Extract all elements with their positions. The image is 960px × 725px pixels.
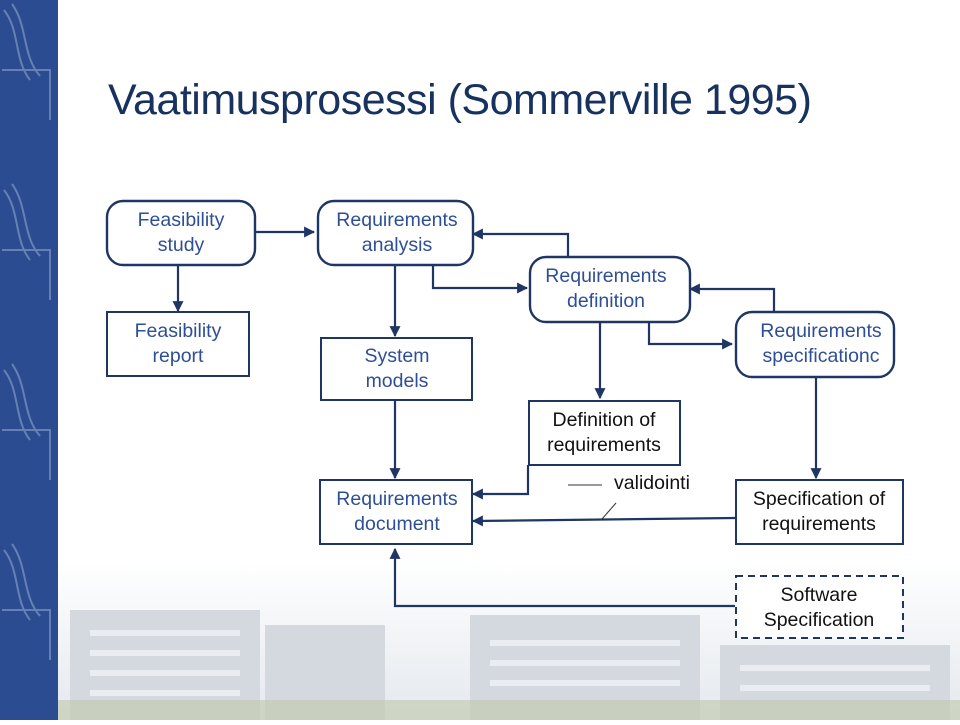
document-label-line: Feasibility	[135, 320, 222, 342]
process-requirements-analysis: Requirements analysis	[316, 199, 475, 267]
sidebar-pattern	[2, 3, 51, 660]
process-label-line: Requirements	[545, 265, 667, 287]
process-requirements-definition: Requirements definition	[528, 255, 692, 324]
process-label-line: analysis	[362, 234, 433, 256]
arrow-definition-feedback	[471, 228, 570, 257]
sidebar-strip	[0, 0, 58, 720]
validation-label: validointi	[614, 472, 690, 494]
document-label-line: models	[366, 370, 429, 392]
arrow-definition-to-spec	[647, 322, 734, 350]
document-feasibility-report: Feasibility report	[106, 311, 250, 377]
process-label-line: Requirements	[336, 209, 458, 231]
document-specification-of-requirements: Specification of requirements	[735, 479, 904, 545]
process-requirements-specification: Requirements specificationc	[734, 310, 896, 379]
process-label-line: study	[158, 234, 205, 256]
document-label-line: System	[364, 345, 429, 367]
document-software-specification: Software Specification	[735, 575, 904, 639]
process-label-line: Requirements	[760, 320, 882, 342]
document-label-line: requirements	[547, 434, 661, 456]
document-label-line: Definition of	[553, 409, 657, 431]
document-label-line: requirements	[762, 513, 876, 535]
document-label-line: report	[153, 345, 205, 367]
process-label-line: definition	[567, 290, 645, 312]
arrow-defdoc-to-reqdoc	[471, 465, 530, 500]
process-label-line: Feasibility	[138, 209, 225, 231]
slide-title: Vaatimusprosessi (Sommerville 1995)	[108, 76, 812, 124]
arrow-spec-feedback	[688, 283, 776, 312]
document-label-line: Requirements	[336, 488, 458, 510]
document-definition-of-requirements: Definition of requirements	[528, 400, 681, 466]
validation-annotation: validointi	[568, 472, 690, 520]
arrow-swspec-to-reqdoc	[389, 547, 735, 608]
connectors	[172, 226, 822, 608]
document-label-line: Software	[781, 584, 858, 606]
arrow-specdoc-to-reqdoc	[471, 515, 736, 527]
document-label-line: Specification	[764, 609, 875, 631]
document-system-models: System models	[320, 337, 473, 401]
document-label-line: document	[354, 513, 440, 535]
document-requirements-document: Requirements document	[319, 479, 473, 545]
process-feasibility-study: Feasibility study	[105, 199, 257, 267]
annotation-leader-bottom	[601, 502, 617, 520]
arrow-analysis-to-definition	[431, 265, 529, 294]
process-label-line: specificationc	[762, 345, 879, 367]
document-label-line: Specification of	[753, 488, 886, 510]
